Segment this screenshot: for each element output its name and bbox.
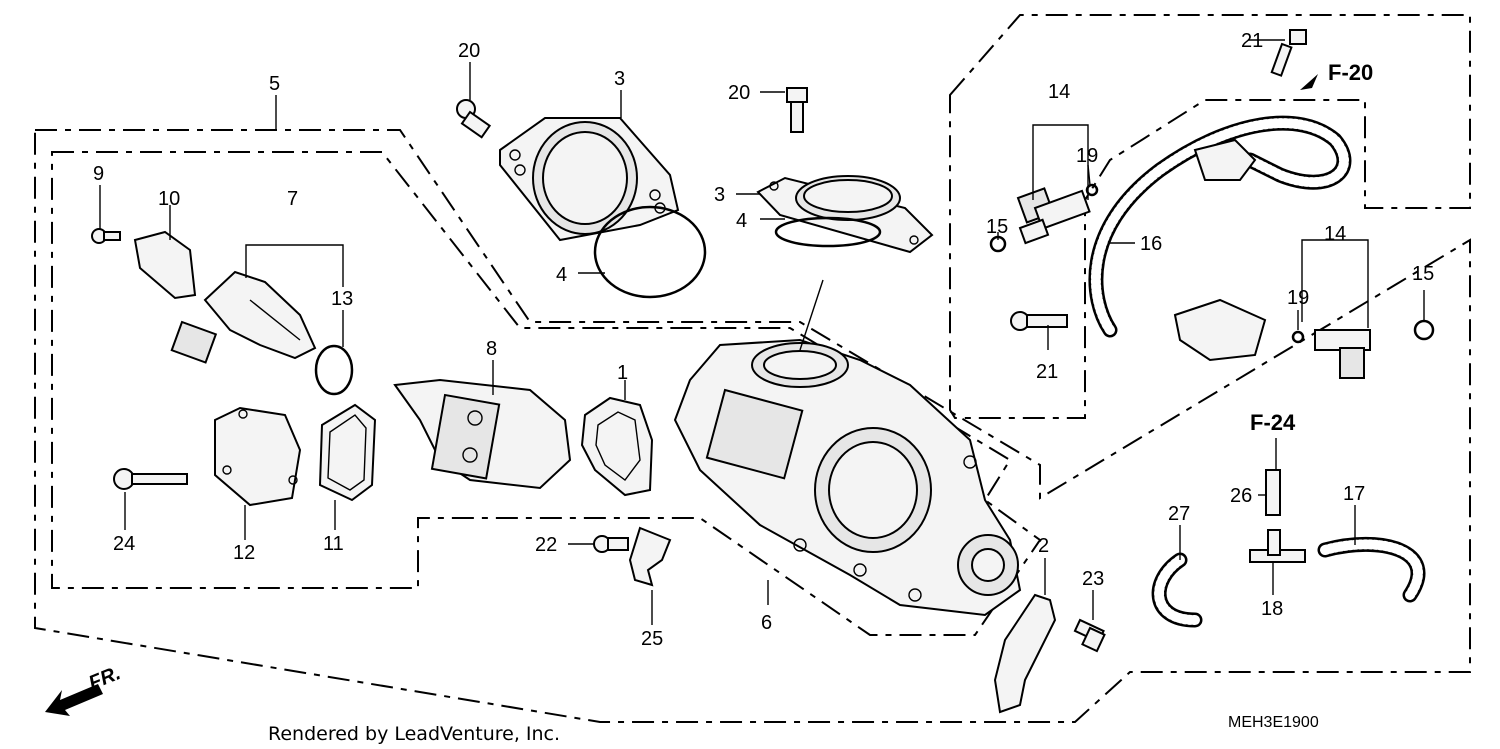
boundary-fuel-rail [949,14,1471,419]
callout-4: 4 [736,210,747,232]
callout-11: 11 [323,533,344,555]
part-2-bracket [993,593,1057,714]
callout-14: 14 [1048,81,1070,103]
callout-15: 15 [1412,263,1434,285]
callout-20: 20 [728,82,750,104]
callout-22: 22 [535,534,557,556]
diagram-code: MEH3E1900 [1228,714,1319,731]
part-14-injector-right [1314,329,1371,379]
callout-26: 26 [1230,485,1252,507]
part-18-tee [1249,529,1306,563]
part-4-oring-left [593,205,707,299]
part-15-seal-right [1413,319,1435,341]
part-19-seal-left [1085,183,1099,197]
callout-25: 25 [641,628,663,650]
callout-24: 24 [113,533,135,555]
callout-9: 9 [93,163,104,185]
part-26-hose [1265,469,1281,516]
part-16-fuel-hose [1088,115,1352,362]
callout-21: 21 [1241,30,1263,52]
callout-12: 12 [233,542,255,564]
callout-14: 14 [1324,223,1346,245]
part-24-screw [113,468,188,490]
callout-18: 18 [1261,598,1283,620]
callout-3: 3 [714,184,725,206]
front-arrow-label: FR. [86,662,124,694]
boundary-5-outer [34,129,1471,723]
part-13-oring [314,344,354,396]
callout-27: 27 [1168,503,1190,525]
front-arrow-icon [45,684,103,716]
part-22-bolt [593,535,629,553]
part-3-flange-right [756,175,934,254]
callout-4: 4 [556,264,567,286]
callout-20: 20 [458,40,480,62]
credit-text: Rendered by LeadVenture, Inc. [268,723,560,745]
part-3-flange-left [499,117,680,242]
ref-arrow-f20-icon [1300,74,1318,90]
callout-1: 1 [617,362,628,384]
callout-10: 10 [158,188,180,210]
part-21-bolt-bottom [1010,311,1068,331]
part-1-gasket [580,396,654,497]
part-8-iac-valve [393,378,572,490]
part-10-plate [133,230,197,300]
callout-23: 23 [1082,568,1104,590]
part-11-gasket [318,403,377,502]
part-6-throttle-body [673,338,1022,617]
callout-8: 8 [486,338,497,360]
part-17-hose [1317,536,1426,603]
callout-3: 3 [614,68,625,90]
callout-5: 5 [269,73,280,95]
callout-19: 19 [1287,287,1309,309]
callout-19: 19 [1076,145,1098,167]
part-23-bolt [1073,618,1106,653]
callout-6: 6 [761,612,772,634]
callout-16: 16 [1140,233,1162,255]
part-27-hose [1151,552,1203,628]
part-9-screw [91,228,121,244]
leader-lines [99,39,1425,625]
leader-4-body [799,279,824,351]
callout-2: 2 [1038,535,1049,557]
part-7-sensor [170,270,317,364]
part-12-cover [214,406,302,507]
callout-17: 17 [1343,483,1365,505]
part-20-bolt-center [786,87,808,133]
part-20-bolt-left [456,99,492,139]
callout-15: 15 [986,216,1008,238]
ref-f20-link[interactable]: F-20 [1328,60,1373,85]
ref-f24-link[interactable]: F-24 [1250,410,1296,435]
callout-7: 7 [287,188,298,210]
front-direction-indicator: FR. [45,662,124,716]
part-25-clamp [628,526,672,587]
part-14-injector-left [1016,187,1091,245]
part-21-bolt-top [1270,29,1307,77]
callout-21: 21 [1036,361,1058,383]
callout-13: 13 [331,288,353,310]
part-19-seal-right [1291,330,1305,344]
callout-labels: 1 2 3 3 4 4 5 6 7 8 9 10 11 12 13 14 14 … [93,30,1434,650]
part-4-oring-right [774,216,882,248]
